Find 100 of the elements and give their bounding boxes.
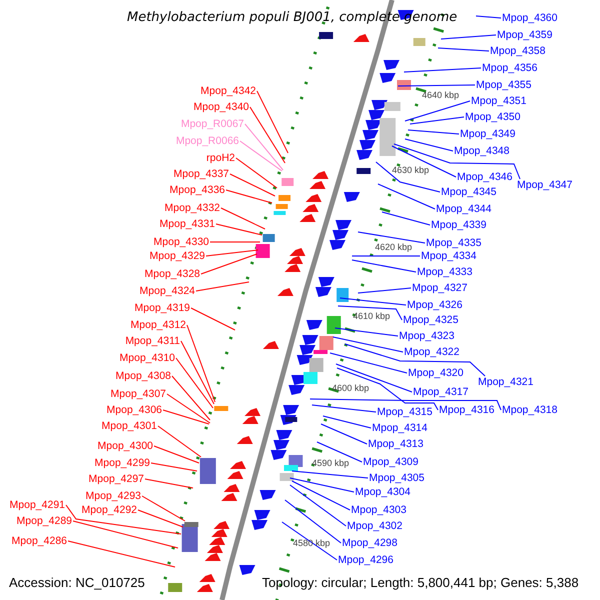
gene-label: Mpop_4355: [476, 79, 532, 91]
leader-line: [438, 48, 490, 52]
leader-line: [154, 446, 200, 464]
leader-line: [290, 478, 354, 492]
gene-label: Mpop_4307: [110, 388, 166, 400]
leader-line: [292, 480, 350, 510]
gene-label: Mpop_R0066: [176, 135, 239, 147]
gene-label: Mpop_4292: [82, 504, 137, 516]
leader-line: [186, 324, 216, 402]
scale-label: 4640 kbp: [422, 91, 460, 101]
leader-line: [476, 16, 502, 18]
leader-line: [338, 306, 402, 320]
leader-line: [332, 336, 404, 352]
gene-label: Mpop_4359: [497, 29, 552, 41]
gene-label: Mpop_4316: [439, 404, 494, 416]
leader-line: [330, 352, 408, 374]
gene-label: Mpop_4301: [102, 420, 157, 432]
leader-line: [322, 416, 372, 428]
gene-label: Mpop_4325: [403, 314, 458, 326]
leader-line: [358, 288, 412, 294]
gene-label: Mpop_4321: [478, 376, 534, 388]
leader-line: [256, 90, 288, 154]
gene-label: Mpop_4358: [490, 45, 546, 57]
leader-line: [410, 116, 464, 124]
leader-line: [200, 254, 258, 274]
gene-label: Mpop_4346: [457, 171, 512, 183]
gene-label: Mpop_4315: [377, 406, 432, 418]
scale-label: 4590 kbp: [312, 459, 350, 469]
leader-line: [236, 158, 278, 188]
leader-line: [358, 232, 426, 244]
leader-line: [392, 146, 456, 178]
gene-label: Mpop_4314: [372, 422, 428, 434]
gene-label: Mpop_R0067: [180, 118, 244, 130]
leader-line: [282, 522, 338, 560]
gene-label: Mpop_4329: [150, 250, 205, 262]
leader-line: [68, 540, 176, 568]
gene-label: Mpop_4333: [417, 266, 472, 278]
gene-label: Mpop_4297: [88, 473, 144, 485]
leader-line: [250, 106, 286, 164]
leader-line: [226, 190, 272, 204]
gene-label: Mpop_4299: [94, 457, 150, 469]
scale-label: 4600 kbp: [332, 384, 370, 394]
gene-label: Mpop_4335: [426, 237, 482, 249]
gene-label: Mpop_4304: [355, 486, 410, 498]
gene-label: Mpop_4305: [369, 472, 424, 484]
leader-line: [440, 34, 496, 40]
leader-line: [310, 398, 502, 410]
gene-label: Mpop_4324: [140, 285, 195, 297]
gene-label: Mpop_4319: [134, 302, 190, 314]
leader-line: [72, 520, 178, 548]
gene-label: Mpop_4309: [363, 456, 418, 468]
gene-label: Mpop_4345: [441, 186, 496, 198]
leader-line: [378, 184, 436, 210]
leader-line: [336, 368, 438, 410]
gene-label: Mpop_4330: [154, 236, 209, 248]
gene-label: Mpop_4331: [160, 218, 215, 230]
gene-label: Mpop_4339: [431, 219, 486, 231]
leader-line: [398, 84, 476, 86]
gene-label: Mpop_4351: [471, 95, 526, 107]
leader-line: [172, 376, 210, 420]
leader-line: [292, 470, 368, 478]
leader-line: [382, 212, 430, 226]
leader-line: [220, 208, 266, 230]
leader-line: [216, 224, 262, 236]
gene-label: Mpop_4327: [412, 282, 468, 294]
leader-line: [408, 130, 460, 134]
gene-label: Mpop_4298: [342, 537, 398, 549]
gene-label: rpoH2: [206, 152, 235, 164]
leader-line: [138, 510, 184, 528]
gene-label: Mpop_4322: [404, 346, 460, 358]
leader-line: [142, 496, 186, 522]
leader-line: [352, 260, 416, 272]
info-text: Topology: circular; Length: 5,800,441 bp; Genes: 5,388: [262, 576, 579, 590]
gene-label: Mpop_4313: [368, 438, 424, 450]
gene-label: Mpop_4302: [347, 520, 402, 532]
leader-line: [144, 478, 194, 488]
leader-line: [344, 344, 486, 376]
gene-label: Mpop_4286: [12, 535, 67, 547]
gene-label: Mpop_4326: [407, 299, 462, 311]
gene-label: Mpop_4347: [517, 179, 572, 191]
leader-line: [316, 442, 362, 462]
leader-line: [244, 124, 284, 170]
gene-label: Mpop_4348: [454, 145, 510, 157]
scale-label: 4610 kbp: [353, 312, 390, 322]
gene-label: Mpop_4318: [502, 404, 558, 416]
leader-line: [240, 140, 282, 172]
leader-line: [376, 162, 440, 192]
leader-line: [196, 282, 250, 292]
gene-label: Mpop_4291: [10, 499, 65, 511]
gene-label: Mpop_4328: [144, 268, 200, 280]
gene-label: Mpop_4342: [200, 85, 256, 97]
scale-label: 4630 kbp: [392, 166, 430, 176]
leader-line: [150, 462, 198, 472]
leader-line: [334, 328, 398, 336]
gene-label: Mpop_4356: [482, 62, 538, 74]
leader-line: [404, 100, 470, 122]
gene-label: Mpop_4337: [174, 168, 229, 180]
gene-label: Mpop_4344: [436, 203, 492, 215]
leader-line: [394, 144, 520, 180]
gene-label: Mpop_4320: [408, 367, 464, 379]
